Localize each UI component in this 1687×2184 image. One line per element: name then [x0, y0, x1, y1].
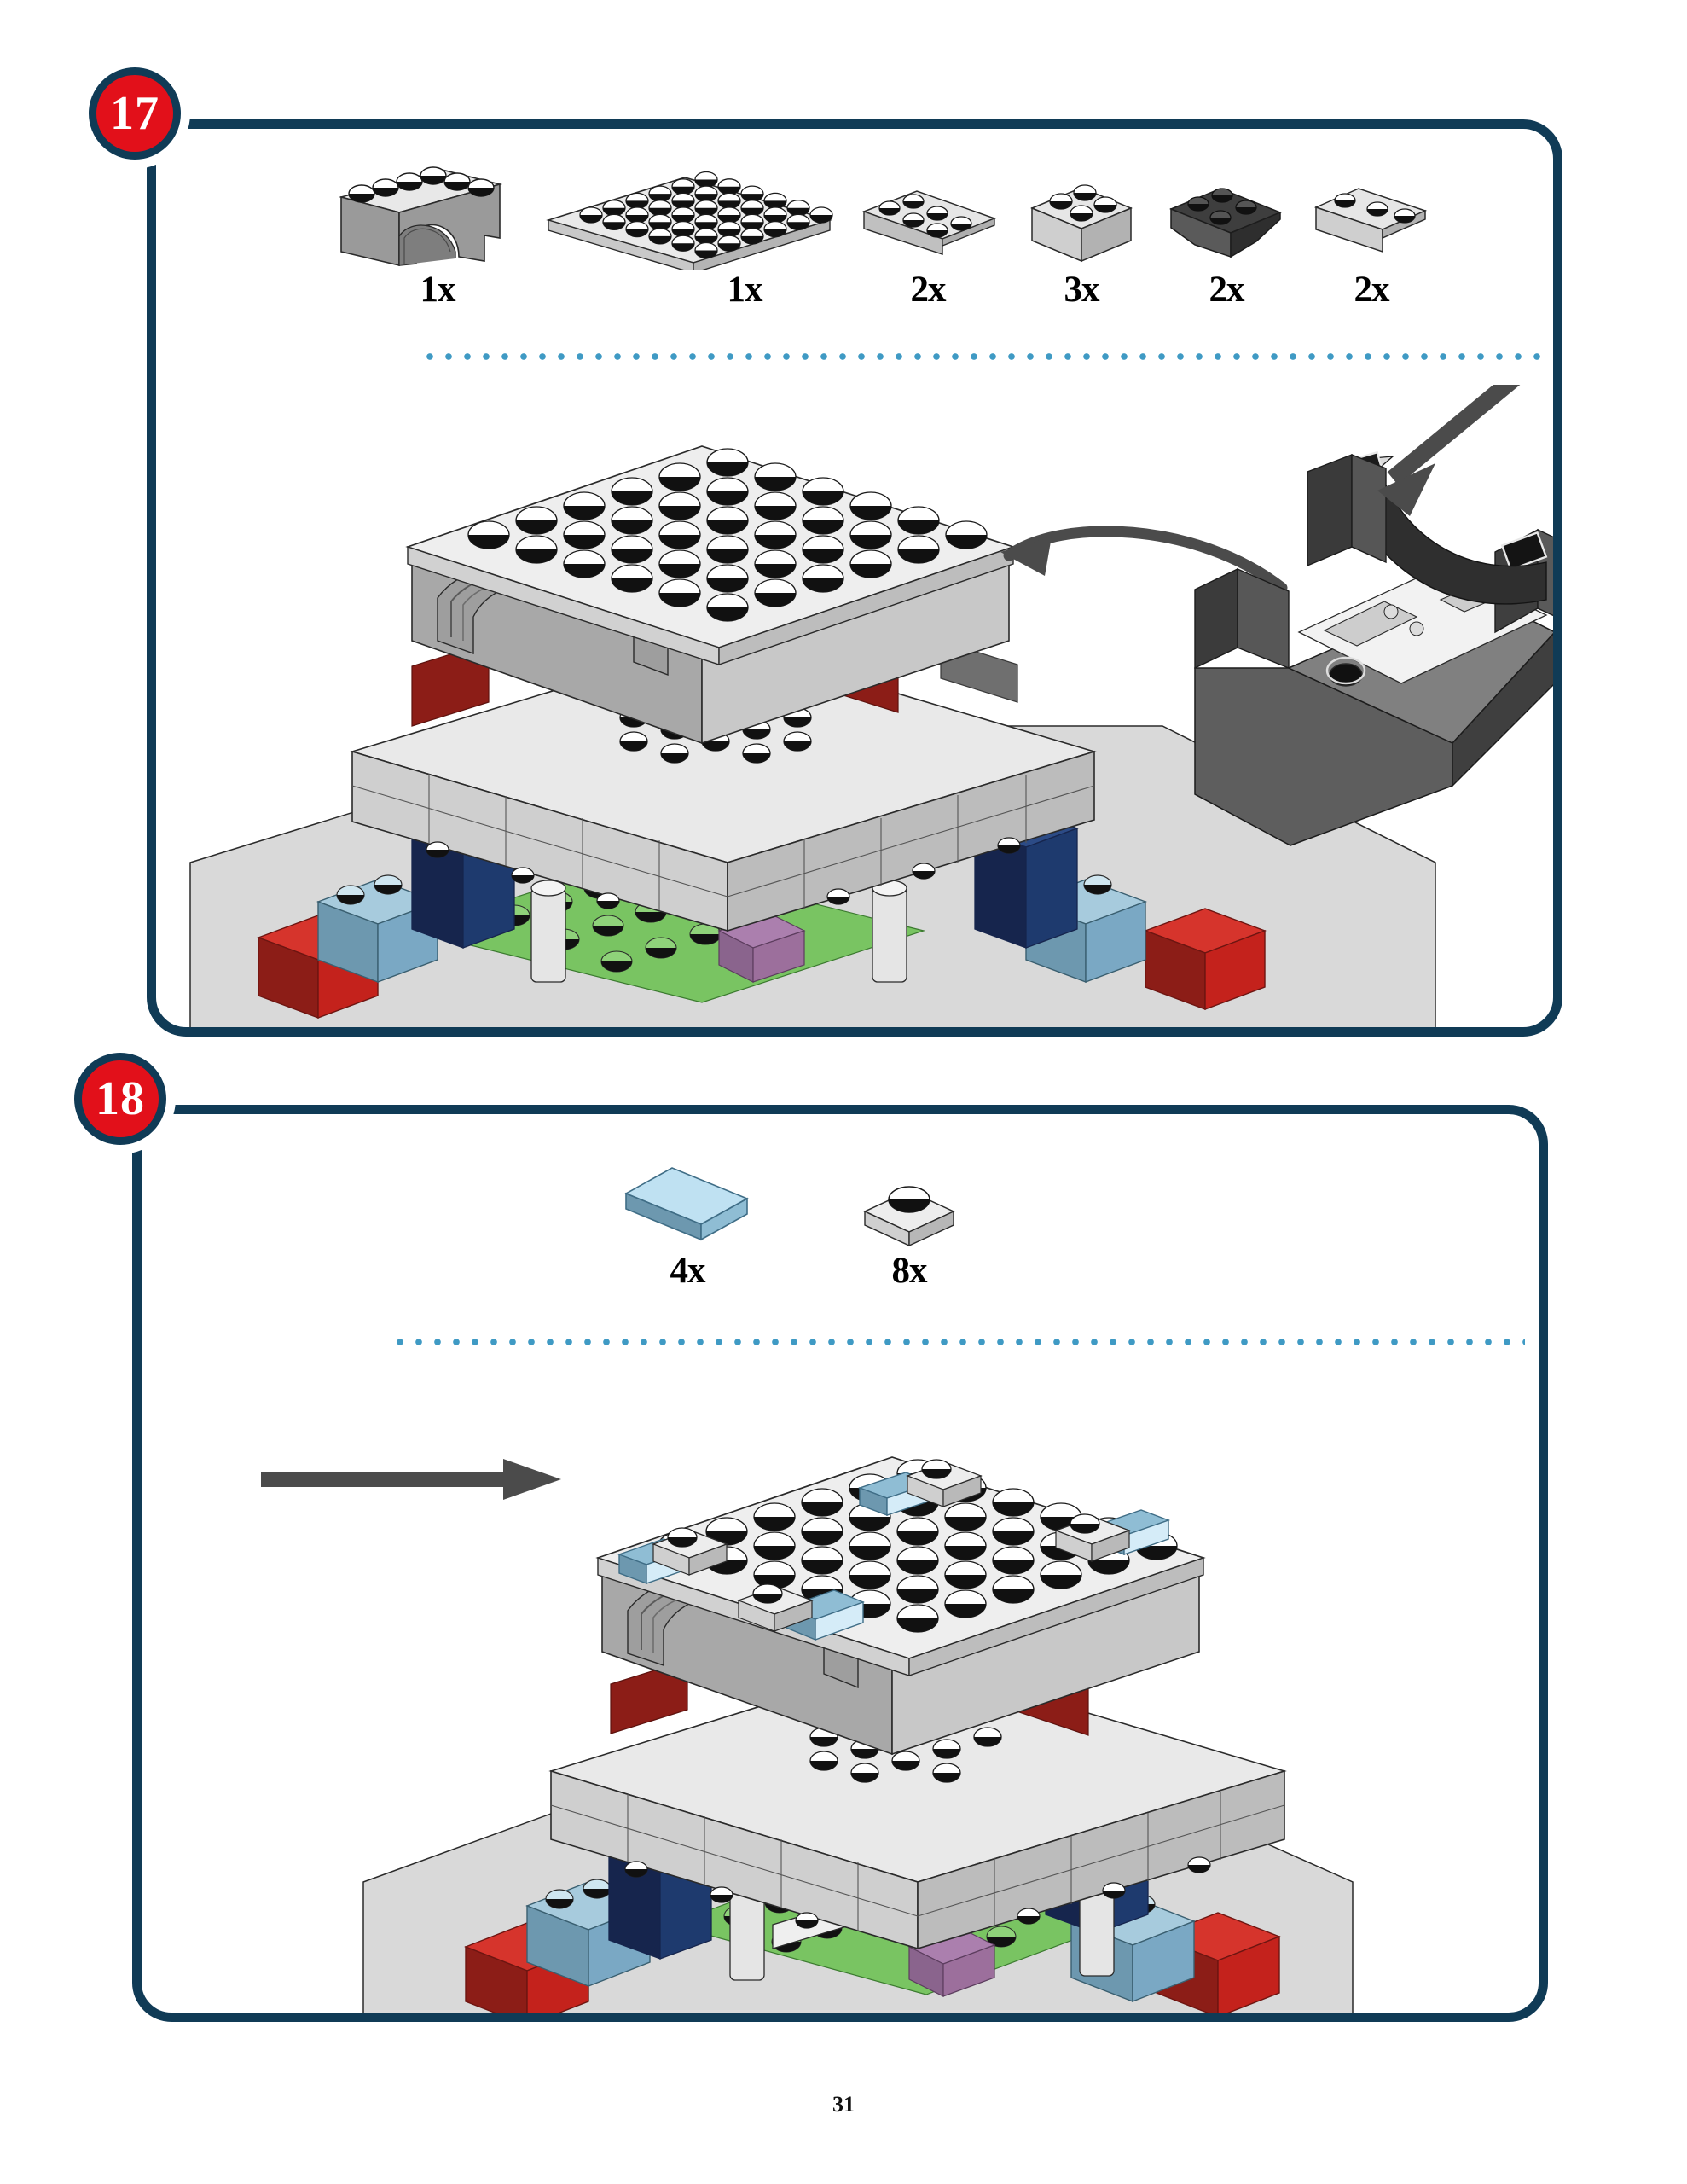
- top-tower: [595, 1456, 1206, 1756]
- part-slope-2x2[interactable]: 2x: [1299, 175, 1444, 308]
- part-count-label: 4x: [670, 1251, 706, 1291]
- step-number-badge-18[interactable]: 18: [74, 1053, 166, 1145]
- parts-tray-step-18: 4x 8x: [568, 1144, 1080, 1289]
- pointer-arrow: [261, 1459, 561, 1500]
- step-number-badge-17[interactable]: 17: [89, 67, 181, 160]
- brick-2x2-icon: [1022, 172, 1141, 268]
- top-tower: [405, 445, 1016, 745]
- inverted-slope-plate-icon: [854, 176, 1003, 261]
- step-card-17: 1x 1x: [147, 119, 1562, 1037]
- part-plate-6x6[interactable]: 1x: [531, 167, 847, 308]
- part-count-label: 2x: [910, 270, 947, 310]
- sub-assembly-callout: [1194, 450, 1553, 846]
- part-slope-1x2-light-blue[interactable]: 4x: [568, 1158, 807, 1289]
- part-count-label: 1x: [420, 270, 456, 310]
- step-card-18: 4x 8x: [132, 1105, 1548, 2022]
- plate-1x1-group: [652, 1459, 1131, 1632]
- plate-6x6-icon: [540, 167, 838, 274]
- gray-mid-layer: [548, 1659, 1287, 1950]
- part-brick-2x2[interactable]: 3x: [1009, 172, 1154, 308]
- arch-brick-icon: [322, 163, 519, 270]
- part-slope-inverted-2x2-dark[interactable]: 2x: [1154, 175, 1299, 308]
- insertion-arrow: [1377, 352, 1544, 516]
- assembly-illustration-step-17: [156, 352, 1553, 1027]
- plate-1x1-icon: [849, 1167, 969, 1252]
- part-count-label: 3x: [1064, 270, 1100, 310]
- part-count-label: 2x: [1354, 270, 1390, 310]
- gray-mid-layer: [350, 628, 1097, 932]
- dark-inverted-slope-icon: [1162, 175, 1290, 264]
- page-number: 31: [832, 2092, 855, 2117]
- part-arch-brick-1x6x2[interactable]: 1x: [310, 163, 531, 308]
- curved-placement-arrow: [1000, 526, 1288, 594]
- parts-tray-step-17: 1x 1x: [310, 146, 1521, 308]
- part-count-label: 1x: [727, 270, 763, 310]
- assembly-illustration-step-18: [142, 1370, 1539, 2013]
- section-divider: [391, 1338, 1525, 1346]
- section-divider: [420, 352, 1545, 361]
- slope-icon: [1307, 175, 1435, 264]
- blue-slope-icon: [611, 1158, 764, 1247]
- part-plate-1x1[interactable]: 8x: [807, 1167, 1012, 1289]
- part-count-label: 8x: [891, 1251, 928, 1291]
- part-count-label: 2x: [1209, 270, 1245, 310]
- part-plate-modified-2x3-inverted-slope[interactable]: 2x: [847, 176, 1009, 308]
